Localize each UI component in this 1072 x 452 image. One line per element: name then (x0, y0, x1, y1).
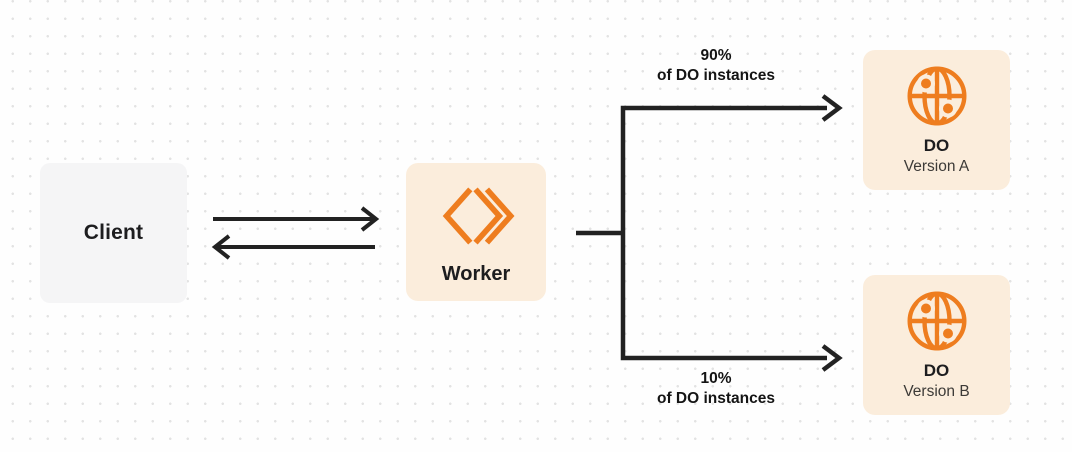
split-bottom-label: 10% of DO instances (621, 369, 811, 410)
split-top-label: 90% of DO instances (621, 46, 811, 87)
split-top-percent: 90% (700, 47, 732, 64)
split-connector (576, 94, 843, 372)
client-node: Client (40, 163, 187, 303)
branch-trunk-line (620, 105, 827, 361)
globe-icon (907, 291, 966, 351)
split-top-caption: of DO instances (657, 67, 775, 85)
worker-node: Worker (406, 163, 546, 301)
cloudflare-workers-logo-icon (442, 187, 515, 245)
request-arrowhead-icon (360, 206, 380, 232)
do-version-b-node: DO Version B (863, 275, 1010, 415)
do-a-title: DO (923, 136, 950, 155)
bottom-branch-arrowhead-icon (821, 344, 843, 372)
globe-icon (907, 66, 966, 126)
do-version-a-node: DO Version A (863, 50, 1010, 190)
do-b-subtitle: Version B (903, 383, 970, 400)
top-branch-arrowhead-icon (821, 94, 843, 122)
worker-label: Worker (441, 263, 511, 285)
do-a-subtitle: Version A (903, 158, 970, 175)
split-bottom-percent: 10% (700, 370, 732, 387)
response-arrowhead-icon (211, 234, 231, 260)
split-bottom-caption: of DO instances (657, 390, 775, 408)
client-worker-arrows (211, 206, 380, 260)
client-label: Client (83, 221, 144, 244)
do-b-title: DO (923, 361, 950, 380)
